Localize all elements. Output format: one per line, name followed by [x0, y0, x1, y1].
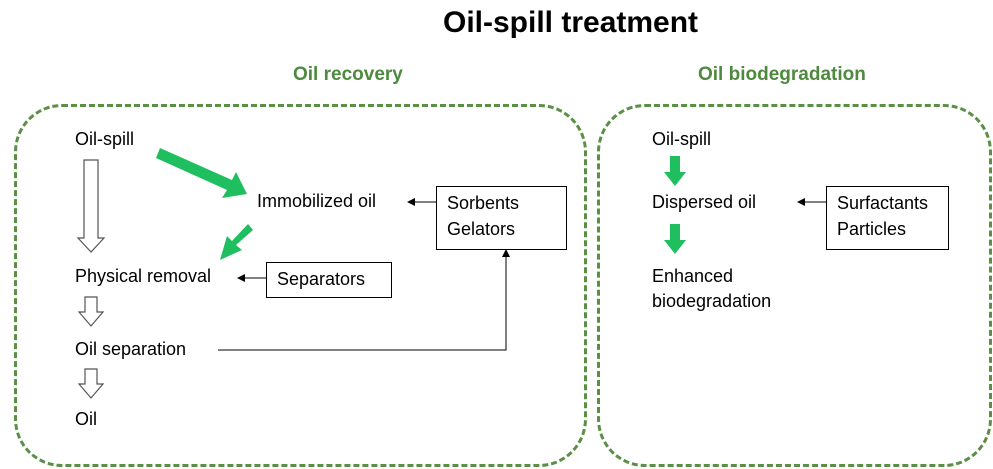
oil-biodegradation-panel [597, 104, 992, 467]
node-enhanced-line2: biodegradation [652, 291, 772, 311]
page-title: Oil-spill treatment [443, 6, 699, 39]
box-separators-label: Separators [277, 269, 366, 289]
node-immobilized-oil: Immobilized oil [257, 191, 377, 211]
heading-oil-recovery: Oil recovery [293, 64, 403, 85]
node-physical-removal: Physical removal [75, 266, 212, 286]
node-dispersed-oil: Dispersed oil [652, 192, 757, 212]
green-arrow-down-bio-1 [664, 156, 686, 186]
green-arrow-down-bio-2 [664, 224, 686, 254]
heading-oil-biodegradation: Oil biodegradation [698, 64, 866, 85]
box-sorbents-label: Sorbents [447, 193, 520, 213]
oil-recovery-panel [14, 104, 587, 467]
node-oil: Oil [75, 409, 97, 429]
box-particles-label: Particles [837, 219, 907, 239]
box-surfactants-label: Surfactants [837, 193, 929, 213]
green-arrow-spill-to-immobilized [156, 148, 247, 198]
node-oil-spill: Oil-spill [75, 129, 135, 149]
hollow-arrow-down-1 [76, 159, 106, 253]
hollow-arrow-down-3 [77, 368, 105, 399]
box-surfactants-particles: Surfactants Particles [826, 186, 949, 250]
node-enhanced-line1: Enhanced [652, 266, 734, 286]
node-oil-separation: Oil separation [75, 339, 187, 359]
connector-separation-to-sorbents [218, 249, 510, 351]
box-separators: Separators [266, 262, 392, 298]
box-gelators-label: Gelators [447, 219, 516, 239]
box-sorbents-gelators: Sorbents Gelators [436, 186, 567, 250]
green-arrow-immobilized-to-physical [220, 224, 253, 260]
hollow-arrow-down-2 [77, 296, 105, 327]
node-bio-oil-spill: Oil-spill [652, 129, 712, 149]
